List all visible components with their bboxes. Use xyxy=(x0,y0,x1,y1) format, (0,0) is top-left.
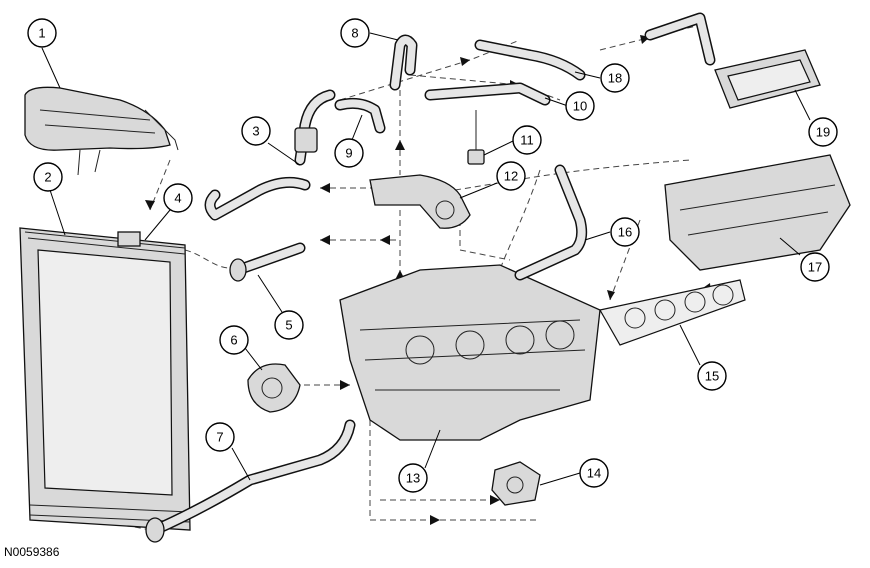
upper-hose xyxy=(204,89,336,221)
leader-lines xyxy=(41,32,811,486)
callout-19: 19 xyxy=(808,117,838,147)
heater-hoses xyxy=(334,12,716,134)
callout-label: 17 xyxy=(808,260,822,275)
heater-core xyxy=(714,49,821,109)
callout-9: 9 xyxy=(334,138,364,168)
temperature-sensor xyxy=(467,110,485,165)
callout-label: 9 xyxy=(345,146,352,161)
coolant-pipe xyxy=(514,164,588,281)
callout-label: 1 xyxy=(38,26,45,41)
callout-16: 16 xyxy=(610,217,640,247)
callout-17: 17 xyxy=(800,252,830,282)
callout-6: 6 xyxy=(219,325,249,355)
callout-15: 15 xyxy=(697,361,727,391)
engine-block xyxy=(339,264,601,441)
radiator xyxy=(19,227,191,531)
callout-4: 4 xyxy=(163,183,193,213)
callout-label: 4 xyxy=(174,191,181,206)
callout-5: 5 xyxy=(274,310,304,340)
callout-label: 3 xyxy=(252,124,259,139)
callout-label: 18 xyxy=(608,71,622,86)
callout-label: 14 xyxy=(587,466,601,481)
callout-13: 13 xyxy=(398,463,428,493)
degas-bottle xyxy=(24,86,179,176)
callout-label: 5 xyxy=(285,318,292,333)
callout-18: 18 xyxy=(600,63,630,93)
callout-label: 12 xyxy=(504,169,518,184)
callout-1: 1 xyxy=(27,18,57,48)
callout-label: 19 xyxy=(816,125,830,140)
callout-label: 6 xyxy=(230,333,237,348)
callout-label: 13 xyxy=(406,471,420,486)
callout-label: 11 xyxy=(520,133,534,148)
radiator-hose xyxy=(229,242,306,282)
callout-label: 2 xyxy=(44,170,51,185)
water-pump xyxy=(247,363,301,413)
callout-7: 7 xyxy=(205,422,235,452)
thermostat-housing xyxy=(369,174,471,229)
callout-14: 14 xyxy=(579,458,609,488)
head-gasket xyxy=(599,279,746,346)
cylinder-head xyxy=(664,154,851,271)
callout-label: 8 xyxy=(351,26,358,41)
callout-3: 3 xyxy=(241,116,271,146)
callout-2: 2 xyxy=(33,162,63,192)
callout-label: 7 xyxy=(216,430,223,445)
callout-11: 11 xyxy=(512,125,542,155)
callout-10: 10 xyxy=(565,91,595,121)
callout-label: 16 xyxy=(618,225,632,240)
callout-12: 12 xyxy=(496,161,526,191)
lower-hose xyxy=(145,419,356,543)
figure-reference-code: N0059386 xyxy=(4,545,60,559)
coolant-outlet xyxy=(491,461,541,506)
callout-8: 8 xyxy=(340,18,370,48)
callout-label: 10 xyxy=(573,99,587,114)
callout-label: 15 xyxy=(705,369,719,384)
